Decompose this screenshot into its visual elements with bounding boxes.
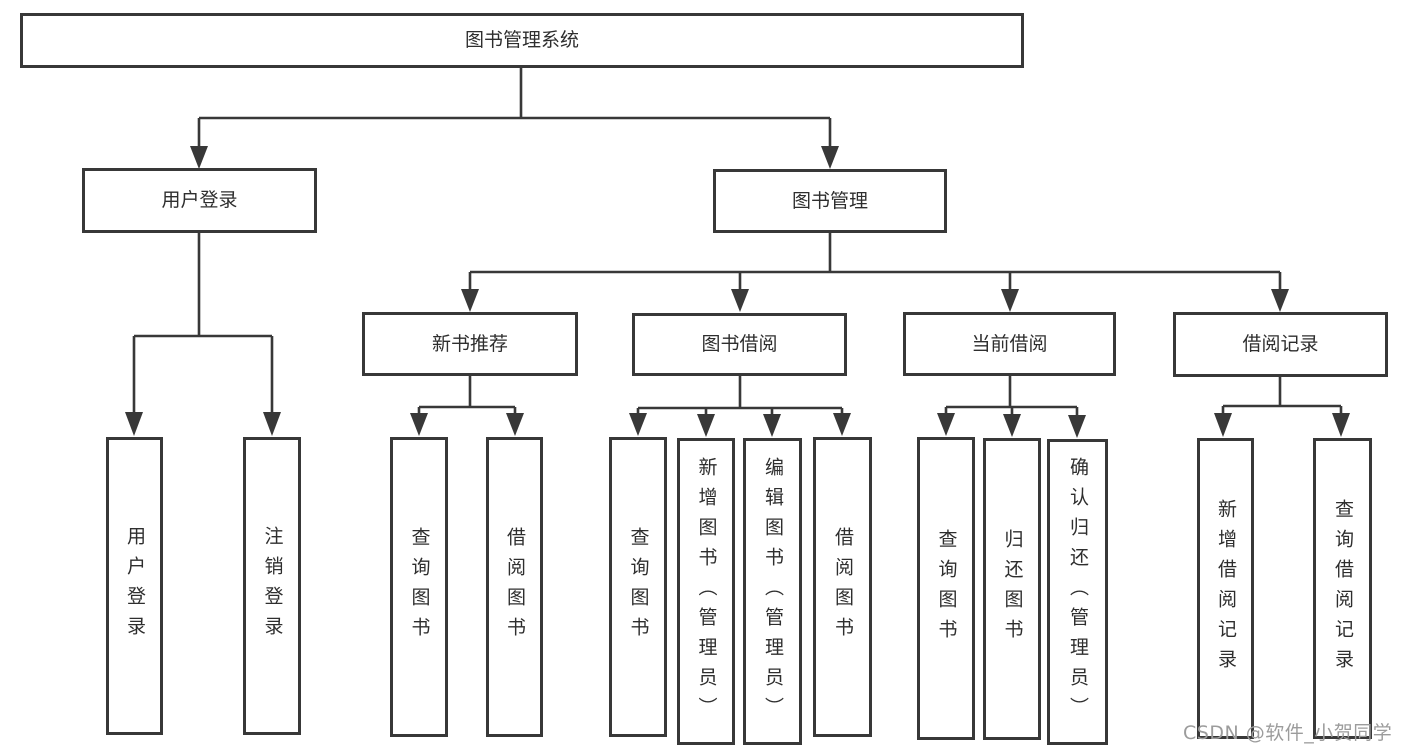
node-borrowing-records-label: 借阅记录 [1242,333,1319,355]
node-borrowing-records: 借阅记录 [1173,312,1388,377]
leaf-borrowing-query-books: 查询图书 [609,437,667,737]
connector-root-to-level2 [190,68,839,169]
node-library-management-system: 图书管理系统 [20,13,1024,68]
leaf-user-login: 用户登录 [106,437,163,735]
leaf-current-query-books: 查询图书 [917,437,975,740]
node-new-book-recommendation-label: 新书推荐 [431,332,508,355]
leaf-borrowing-edit-books-admin: 编辑图书（管理员） [743,438,802,745]
leaf-records-add-borrow-record-label: 新增借阅记录 [1215,498,1237,679]
leaf-current-query-books-label: 查询图书 [935,528,958,649]
node-current-borrowing: 当前借阅 [903,312,1116,376]
leaf-newbooks-borrow-books-label: 借阅图书 [504,527,526,647]
leaf-newbooks-query-books-label: 查询图书 [408,527,431,647]
node-book-borrowing: 图书借阅 [632,313,847,376]
node-current-borrowing-label: 当前借阅 [971,332,1048,355]
leaf-user-login-label: 用户登录 [124,526,146,646]
leaf-current-return-books: 归还图书 [983,438,1041,740]
leaf-records-add-borrow-record: 新增借阅记录 [1197,438,1254,739]
leaf-current-return-books-label: 归还图书 [1001,529,1024,649]
leaf-borrowing-borrow-books: 借阅图书 [813,437,872,737]
node-new-book-recommendation: 新书推荐 [362,312,578,376]
connector-records-to-leaves [1214,377,1350,437]
node-book-borrowing-label: 图书借阅 [701,333,778,355]
leaf-borrowing-edit-books-admin-label: 编辑图书（管理员） [762,456,784,727]
leaf-newbooks-query-books: 查询图书 [390,437,448,737]
leaf-newbooks-borrow-books: 借阅图书 [486,437,543,737]
node-user-login: 用户登录 [82,168,317,233]
connector-current-to-leaves [937,376,1086,438]
leaf-records-query-borrow-record: 查询借阅记录 [1313,438,1372,739]
leaf-current-confirm-return-admin: 确认归还（管理员） [1047,439,1108,745]
leaf-borrowing-query-books-label: 查询图书 [627,527,650,647]
leaf-records-query-borrow-record-label: 查询借阅记录 [1332,498,1354,679]
leaf-logout: 注销登录 [243,437,301,735]
leaf-borrowing-add-books-admin: 新增图书（管理员） [677,438,735,745]
connector-borrowing-to-leaves [629,376,851,437]
node-user-login-label: 用户登录 [161,189,238,211]
csdn-watermark: CSDN @软件_小贺同学 [1183,722,1393,744]
node-book-management-label: 图书管理 [791,189,868,212]
connector-newbooks-to-leaves [410,376,524,436]
node-book-management: 图书管理 [713,169,947,233]
node-library-management-system-label: 图书管理系统 [464,29,579,51]
connector-userlogin-to-leaves [125,233,281,436]
leaf-borrowing-add-books-admin-label: 新增图书（管理员） [695,456,718,727]
leaf-borrowing-borrow-books-label: 借阅图书 [832,527,854,647]
leaf-logout-label: 注销登录 [261,526,284,646]
leaf-current-confirm-return-admin-label: 确认归还（管理员） [1067,457,1089,727]
connector-bookmgmt-to-level3 [461,233,1289,312]
